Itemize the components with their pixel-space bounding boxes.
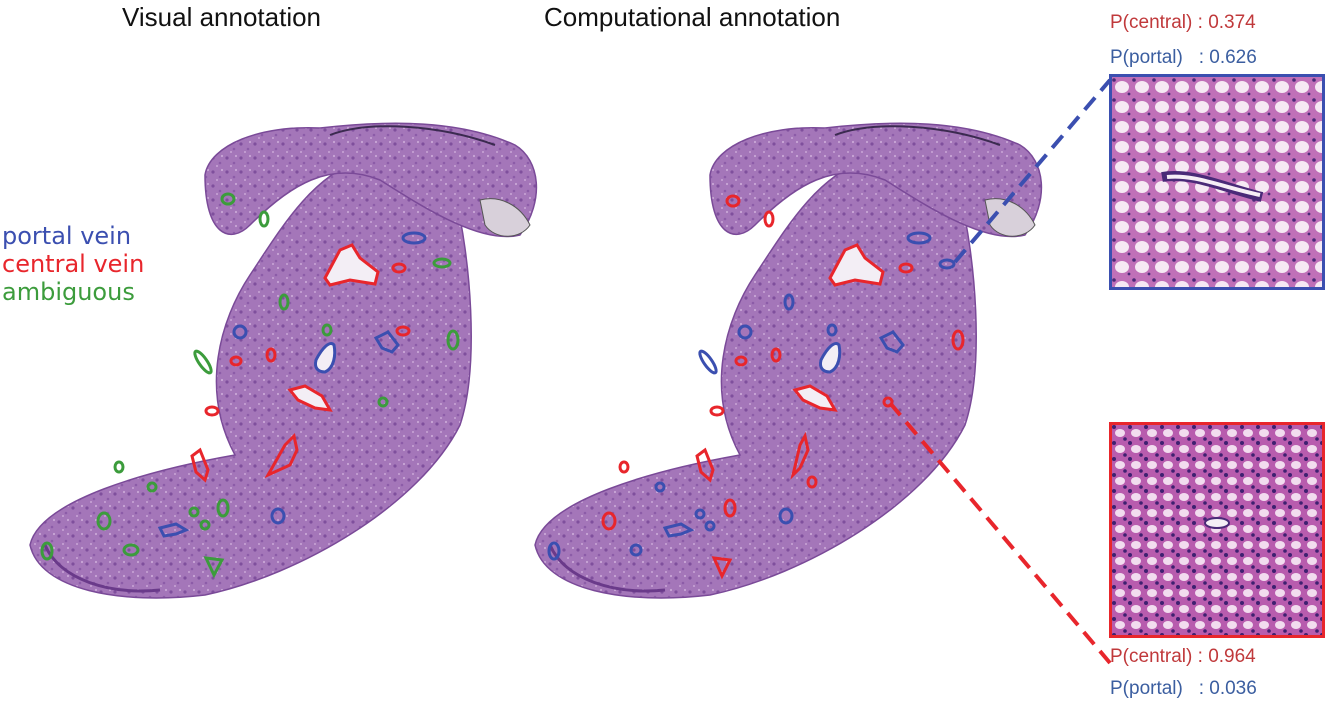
central-vessel (723, 498, 737, 518)
central-vessel (763, 210, 775, 228)
central-vessel (828, 243, 885, 287)
bottom-p-central: P(central) : 0.964 (1110, 646, 1256, 667)
ambiguous-vessel (278, 293, 290, 311)
central-vessel (806, 475, 818, 489)
ambiguous-vessel (96, 511, 112, 531)
ambiguous-vessel (122, 543, 140, 557)
central-vessel (951, 329, 965, 351)
legend-ambiguous: ambiguous (2, 278, 135, 306)
central-vessel (695, 447, 715, 483)
portal-vessel (878, 330, 905, 354)
portal-vessel (704, 520, 716, 532)
legend-central-vein: central vein (2, 250, 145, 278)
tissue-right (534, 122, 1043, 599)
central-vessel (395, 325, 411, 337)
ambiguous-vessel (220, 192, 236, 206)
portal-vessel (547, 541, 561, 561)
central-vessel (391, 262, 407, 274)
portal-vessel (373, 330, 400, 354)
connector-line-portal (953, 78, 1112, 264)
portal-vessel (826, 323, 838, 337)
ambiguous-vessel (40, 541, 54, 561)
portal-vessel (629, 543, 643, 557)
central-vessel (323, 243, 380, 287)
central-vessel (790, 431, 810, 480)
ambiguous-vessel (321, 323, 333, 337)
ambiguous-vessel (377, 396, 389, 408)
top-p-central: P(central) : 0.374 (1110, 12, 1256, 33)
legend: portal vein central vein ambiguous (2, 222, 144, 306)
central-vessel (725, 194, 741, 208)
central-vessel (711, 556, 733, 580)
central-vessel (265, 347, 277, 363)
portal-vessel (662, 522, 695, 538)
portal-vessel (778, 507, 794, 525)
portal-vessel (314, 342, 337, 374)
ambiguous-vessel (258, 210, 270, 228)
central-vessel (264, 432, 299, 479)
zoom-patch-central (1109, 422, 1325, 638)
portal-vessel (698, 349, 718, 375)
ambiguous-vessel (203, 556, 225, 579)
connector-line-central (888, 401, 1112, 665)
top-p-portal: P(portal) : 0.626 (1110, 47, 1257, 68)
central-vessel (734, 355, 748, 367)
visual-annotation-vessels (40, 192, 460, 579)
legend-portal-vein: portal vein (2, 222, 132, 250)
portal-vessel (270, 507, 286, 525)
ambiguous-vessel (188, 506, 200, 518)
central-vessel (709, 405, 725, 417)
portal-vessel (938, 258, 956, 270)
central-vessel (898, 262, 914, 274)
portal-vessel (694, 508, 706, 520)
computational-annotation-vessels (547, 194, 965, 580)
ambiguous-vessel (432, 257, 452, 269)
central-vessel (770, 347, 782, 363)
portal-vessel (157, 522, 190, 538)
ambiguous-vessel (216, 498, 230, 518)
ambiguous-vessel (446, 329, 460, 351)
central-vessel (229, 355, 243, 367)
ambiguous-vessel (193, 349, 213, 375)
portal-vessel (783, 293, 795, 311)
portal-vessel (906, 231, 932, 245)
ambiguous-vessel (199, 519, 211, 531)
ambiguous-vessel (113, 460, 125, 474)
computational-annotation-title: Computational annotation (544, 2, 841, 32)
tissue-left (29, 122, 538, 599)
central-vessel (287, 384, 333, 412)
ambiguous-vessel (146, 481, 158, 493)
central-vessel (792, 384, 838, 412)
central-vessel (190, 447, 210, 483)
central-vessel (618, 460, 630, 474)
portal-vessel (737, 324, 753, 340)
central-vessel (204, 405, 220, 417)
portal-vessel (232, 324, 248, 340)
visual-annotation-title: Visual annotation (122, 2, 322, 32)
zoom-patch-portal (1109, 74, 1325, 290)
central-vessel (882, 396, 894, 408)
bottom-p-portal: P(portal) : 0.036 (1110, 678, 1257, 699)
central-vessel (601, 511, 617, 531)
portal-vessel (401, 231, 427, 245)
portal-vessel (654, 481, 666, 493)
portal-vessel (819, 342, 842, 374)
